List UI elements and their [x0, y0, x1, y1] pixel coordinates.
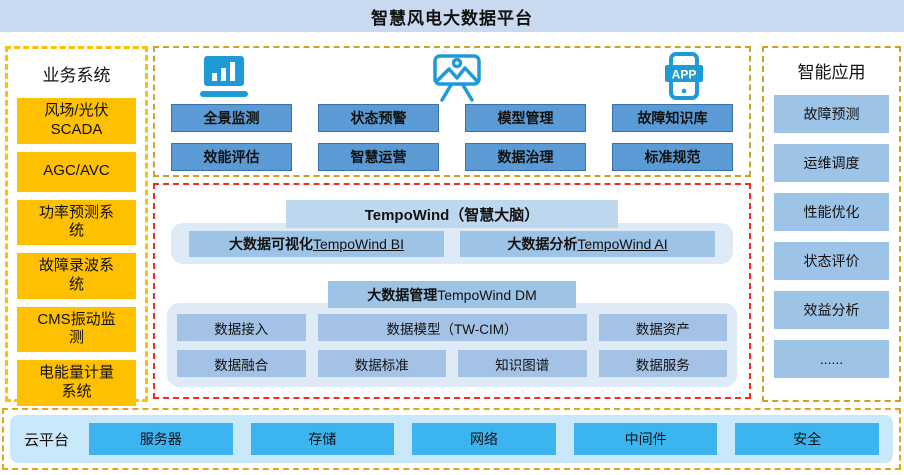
platform-functions-panel: APP 全景监测 状态预警 模型管理 故障知识库 效能评估 智慧运营 数据治理 … — [153, 46, 751, 177]
data-management-grid: 数据接入 数据模型（TW-CIM） 数据资产 数据融合 数据标准 知识图谱 数据… — [167, 303, 737, 387]
infrastructure-item: 中间件 — [573, 423, 718, 455]
tempowind-brain-header: TempoWind（智慧大脑） — [286, 200, 618, 228]
function-box: 故障知识库 — [612, 104, 733, 132]
business-system-item: 电能量计量系统 — [17, 360, 136, 406]
page-title: 智慧风电大数据平台 — [0, 0, 904, 32]
intelligent-app-item: 状态评价 — [774, 242, 889, 280]
bigdata-analysis-label: 大数据分析 — [507, 236, 578, 252]
infrastructure-item: 安全 — [735, 423, 879, 455]
function-box: 状态预警 — [318, 104, 439, 132]
tempowind-dm-label: TempoWind DM — [437, 286, 537, 303]
tempowind-ai-label: TempoWind AI — [577, 236, 668, 252]
intelligent-app-item: 性能优化 — [774, 193, 889, 231]
function-box: 智慧运营 — [318, 143, 439, 171]
business-system-item: AGC/AVC — [17, 151, 136, 192]
intelligent-app-item: 故障预测 — [774, 95, 889, 133]
app-icon-label: APP — [672, 68, 697, 82]
cloud-platform-panel: 云平台 服务器 存储 网络 中间件 安全 — [2, 408, 901, 470]
intelligent-app-item: ...... — [774, 340, 889, 378]
business-system-item: 故障录波系统 — [17, 253, 136, 299]
intelligent-apps-title: 智能应用 — [797, 63, 866, 82]
function-box: 效能评估 — [171, 143, 292, 171]
infrastructure-item: 网络 — [412, 423, 556, 455]
intelligent-apps-panel: 智能应用 故障预测 运维调度 性能优化 状态评价 效益分析 ...... — [762, 46, 901, 402]
bigdata-visualization-label: 大数据可视化 — [228, 236, 313, 252]
function-box: 模型管理 — [465, 104, 586, 132]
dm-box: 知识图谱 — [458, 350, 587, 377]
infrastructure-item: 服务器 — [89, 423, 233, 455]
bar-chart-icon — [195, 54, 253, 100]
function-box: 标准规范 — [612, 143, 733, 171]
picture-easel-icon — [426, 51, 488, 103]
cloud-platform-container: 云平台 服务器 存储 网络 中间件 安全 — [10, 415, 893, 463]
cloud-platform-label: 云平台 — [24, 431, 70, 449]
dm-box: 数据融合 — [177, 350, 306, 377]
business-systems-title: 业务系统 — [42, 66, 111, 85]
function-box: 全景监测 — [171, 104, 292, 132]
icons-row: APP — [155, 48, 749, 102]
function-box: 数据治理 — [465, 143, 586, 171]
bigdata-management-label: 大数据管理 — [367, 286, 438, 303]
dm-box: 数据服务 — [598, 350, 727, 377]
business-system-item: 风场/光伏SCADA — [17, 98, 136, 144]
business-system-item: 功率预测系统 — [17, 199, 136, 245]
dm-box: 数据标准 — [317, 350, 446, 377]
platform-functions-grid: 全景监测 状态预警 模型管理 故障知识库 效能评估 智慧运营 数据治理 标准规范 — [155, 102, 749, 171]
infrastructure-item: 存储 — [250, 423, 395, 455]
intelligent-app-item: 效益分析 — [774, 291, 889, 329]
business-system-item: CMS振动监测 — [17, 306, 136, 352]
app-phone-icon: APP — [661, 51, 707, 103]
intelligent-app-item: 运维调度 — [774, 144, 889, 182]
dm-box: 数据模型（TW-CIM） — [317, 314, 587, 341]
business-systems-list: 风场/光伏SCADA AGC/AVC 功率预测系统 故障录波系统 CMS振动监测… — [17, 98, 136, 406]
dm-box: 数据接入 — [177, 314, 306, 341]
tempowind-bi-label: TempoWind BI — [312, 236, 405, 252]
dm-box: 数据资产 — [598, 314, 727, 341]
business-systems-panel: 业务系统 风场/光伏SCADA AGC/AVC 功率预测系统 故障录波系统 CM… — [5, 46, 148, 406]
intelligent-apps-list: 故障预测 运维调度 性能优化 状态评价 效益分析 ...... — [774, 95, 889, 392]
